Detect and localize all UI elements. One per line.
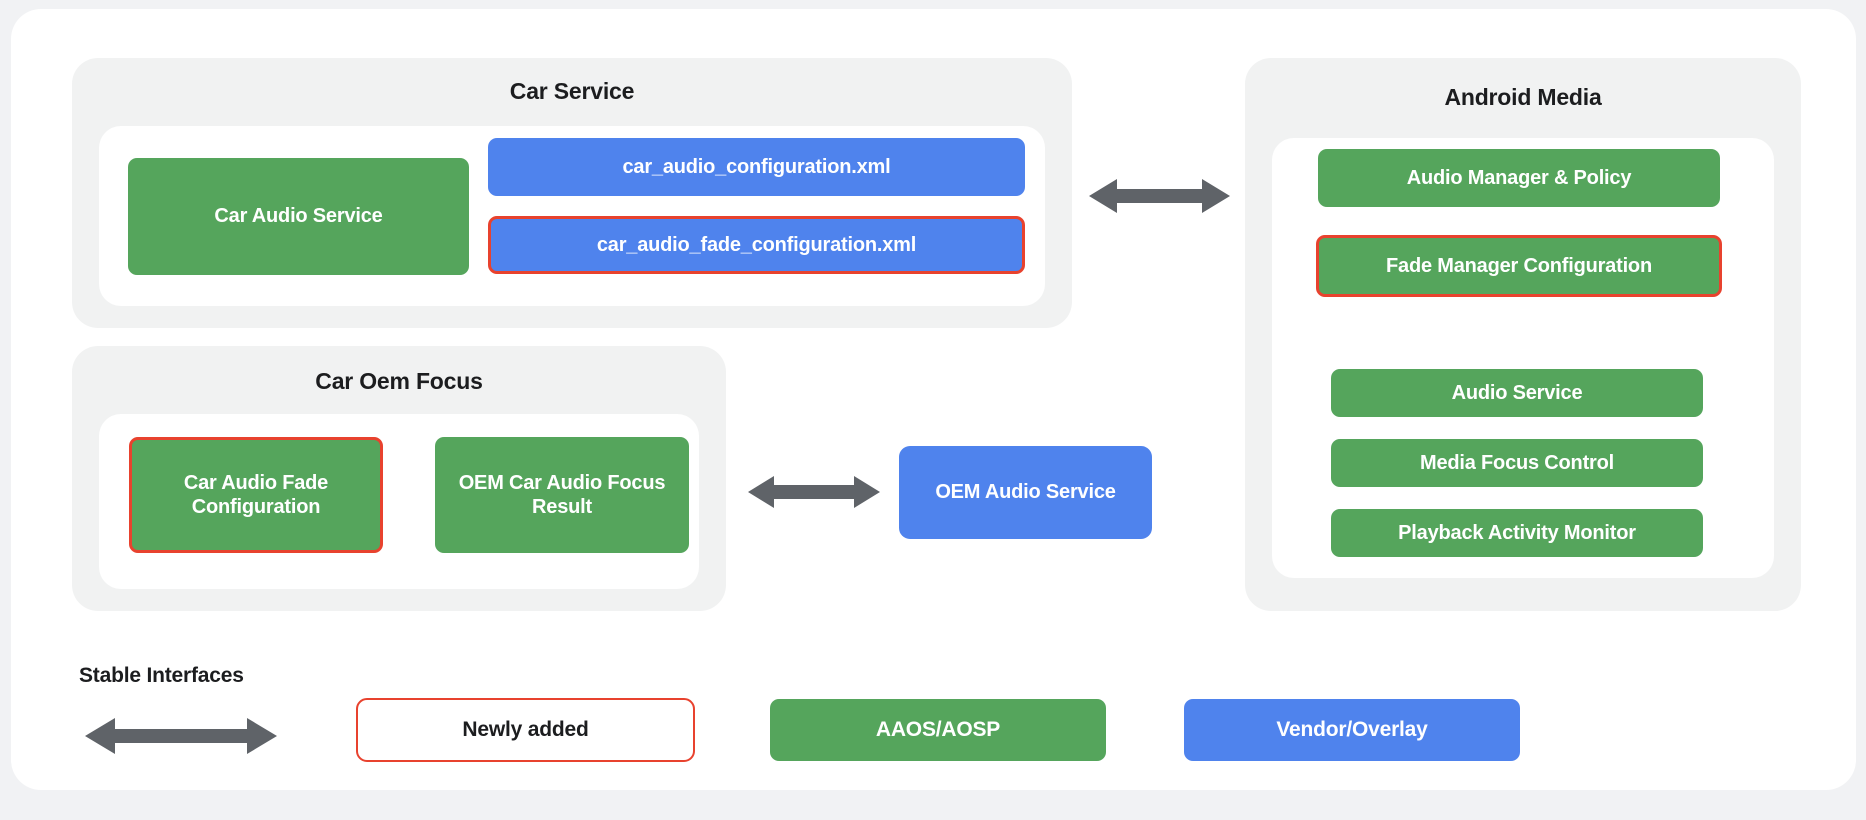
legend: Stable Interfaces Newly added AAOS/AOSP … [11,9,1856,790]
legend-chip-aaos-aosp[interactable]: AAOS/AOSP [770,699,1106,761]
node-oem-car-audio-focus-result[interactable]: OEM Car Audio Focus Result [435,437,689,553]
node-oem-audio-service[interactable]: OEM Audio Service [899,446,1152,539]
node-fade-manager-configuration[interactable]: Fade Manager Configuration [1316,235,1722,297]
node-playback-activity-monitor[interactable]: Playback Activity Monitor [1331,509,1703,557]
group-panel-car-oem-focus: Car Oem Focus Car Audio Fade Configurati… [72,346,726,611]
legend-chip-newly-added[interactable]: Newly added [356,698,695,762]
legend-stable-interfaces-label: Stable Interfaces [79,664,244,687]
inner-panel-car-oem-focus: Car Audio Fade Configuration OEM Car Aud… [99,414,699,589]
group-panel-car-service: Car Service Car Audio Service car_audio_… [72,58,1072,328]
group-title-car-oem-focus: Car Oem Focus [315,368,483,394]
node-car-audio-configuration[interactable]: car_audio_configuration.xml [488,138,1025,196]
inner-panel-car-service: Car Audio Service car_audio_configuratio… [99,126,1045,306]
group-panel-android-media: Android Media Audio Manager & Policy Fad… [1245,58,1801,611]
diagram-card: Car Service Car Audio Service car_audio_… [11,9,1856,790]
node-audio-service[interactable]: Audio Service [1331,369,1703,417]
node-media-focus-control[interactable]: Media Focus Control [1331,439,1703,487]
group-title-android-media: Android Media [1444,84,1602,110]
node-car-audio-fade-configuration-oem[interactable]: Car Audio Fade Configuration [129,437,383,553]
node-car-audio-service[interactable]: Car Audio Service [128,158,469,275]
arrow-oem-focus-to-oem-audio-service [746,471,882,513]
node-car-audio-fade-configuration[interactable]: car_audio_fade_configuration.xml [488,216,1025,274]
node-audio-manager-and-policy[interactable]: Audio Manager & Policy [1318,149,1720,207]
double-headed-arrow-icon [83,714,279,758]
group-title-car-service: Car Service [509,78,635,104]
inner-panel-android-media: Audio Manager & Policy Fade Manager Conf… [1272,138,1774,578]
legend-chip-vendor-overlay[interactable]: Vendor/Overlay [1184,699,1520,761]
arrow-car-service-to-android-media [1087,174,1232,218]
